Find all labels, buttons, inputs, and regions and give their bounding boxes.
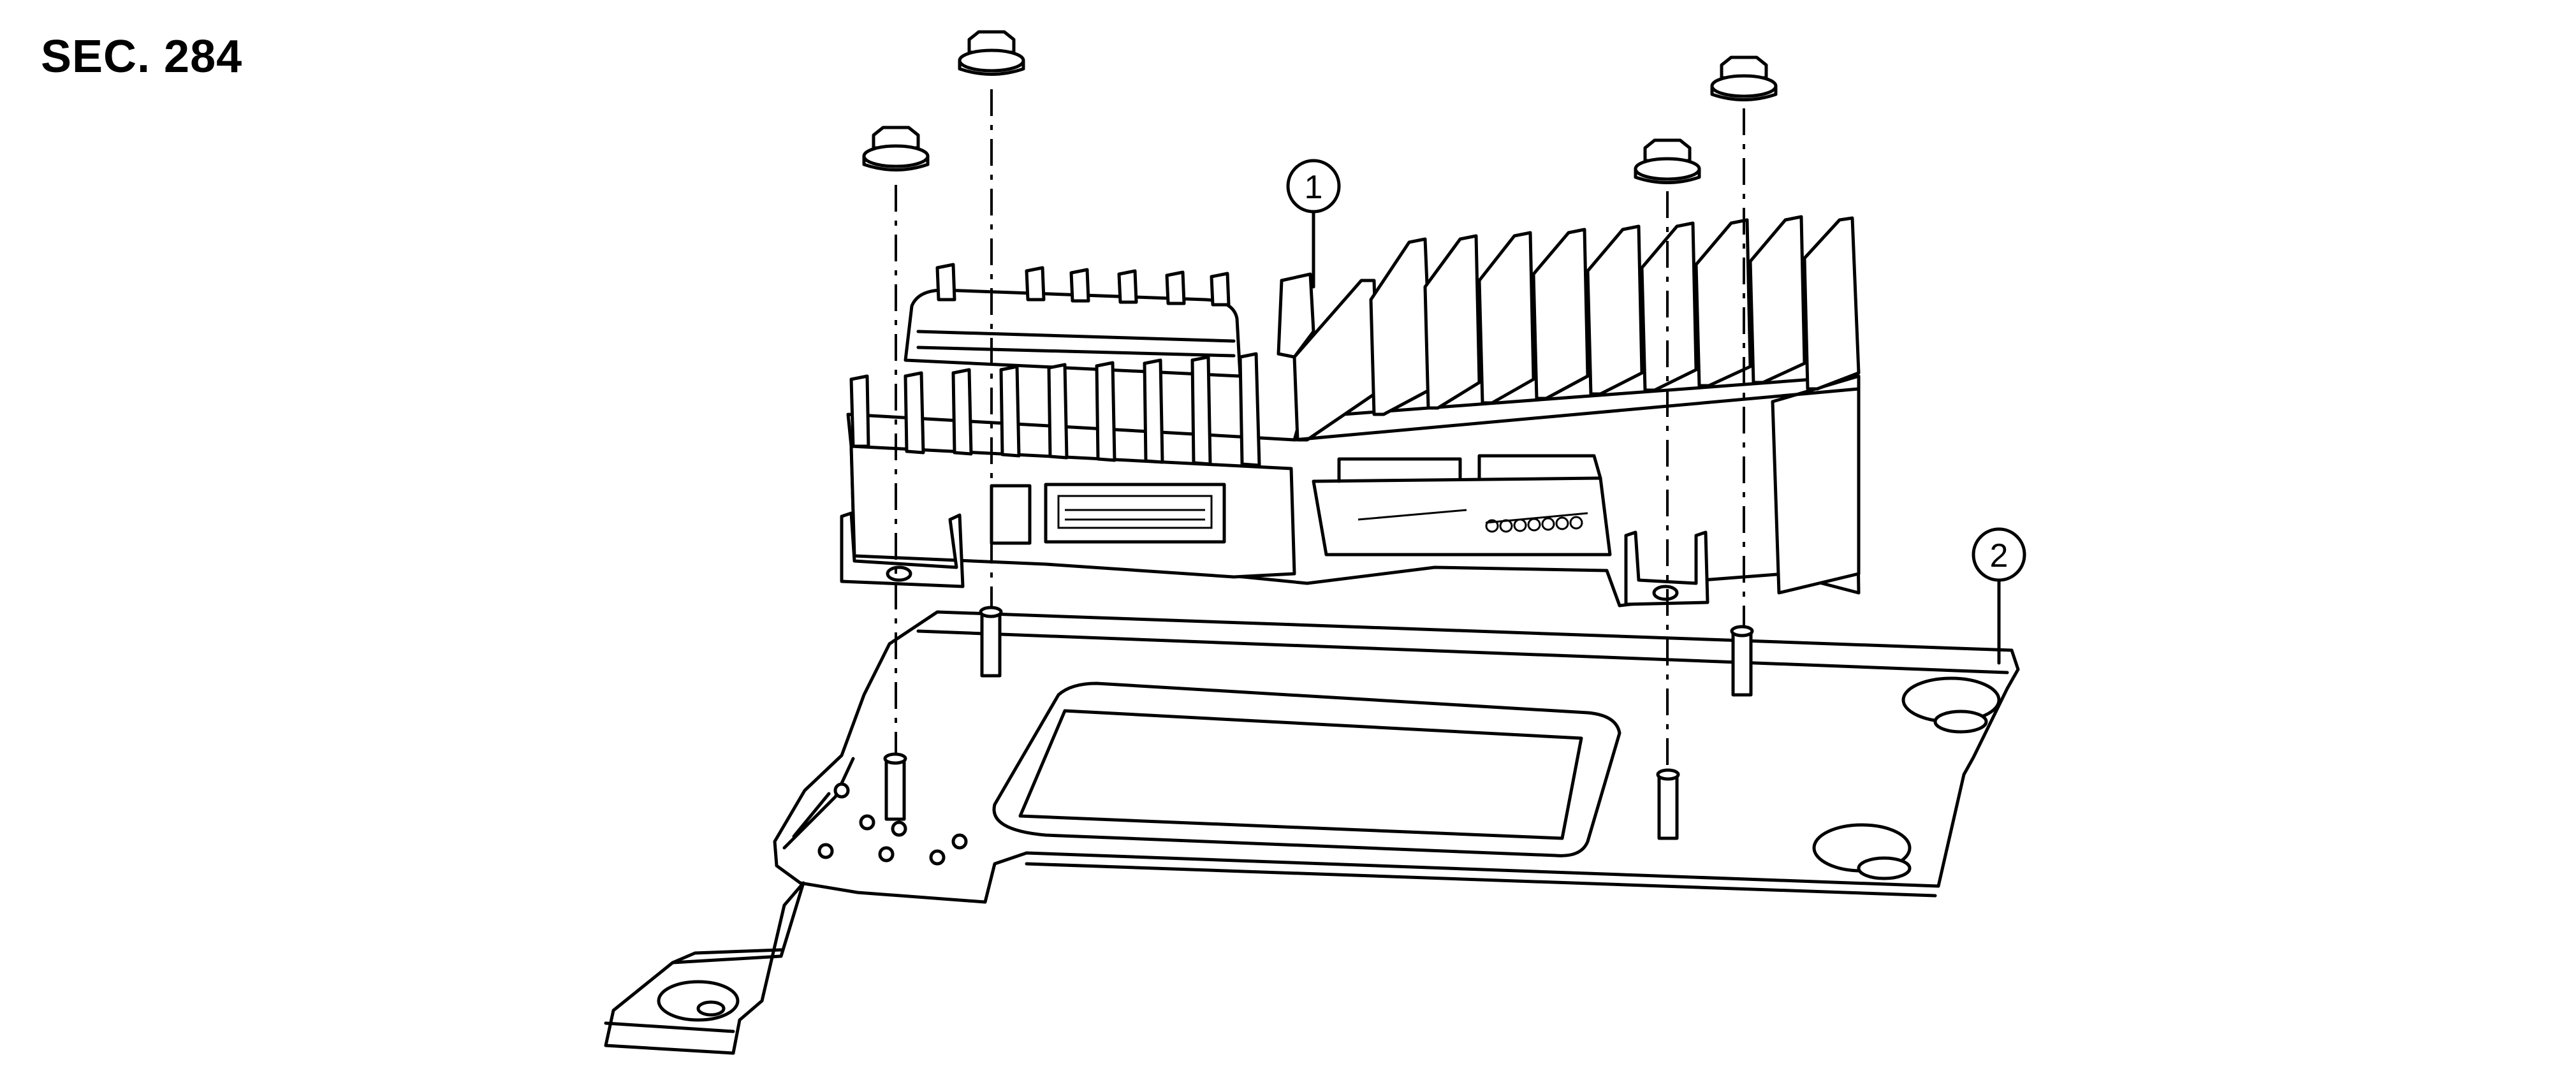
- stud-4: [1730, 625, 1754, 697]
- callout-2-label: 2: [1990, 537, 2009, 574]
- bracket-left-rim: [782, 757, 855, 850]
- stud-1: [883, 752, 907, 821]
- nut-1: [862, 126, 930, 171]
- callout-2: 2: [1972, 527, 2026, 665]
- amplifier-right-end: [1771, 374, 1861, 595]
- stud-3: [1656, 768, 1680, 840]
- nut-2: [958, 30, 1025, 76]
- flange-nuts: [862, 30, 1778, 184]
- right-harness-connector: [1312, 476, 1612, 557]
- callout-1-label: 1: [1305, 169, 1323, 206]
- bracket-lower-tab: [604, 881, 805, 1055]
- bracket-window: [992, 681, 1621, 857]
- nut-4: [1710, 55, 1778, 101]
- bracket-bottom-edge: [1025, 862, 1937, 898]
- bracket-lower-tab-hole: [657, 980, 740, 1022]
- heat-sink-fins-right: [1292, 215, 1861, 442]
- amplifier-unit: [840, 215, 1861, 608]
- amplifier-mount-foot-right: [1624, 530, 1709, 606]
- stud-2: [979, 606, 1003, 678]
- bracket-studs: [883, 606, 1754, 840]
- nut-3: [1634, 138, 1701, 184]
- bracket-window-inner: [1018, 709, 1583, 840]
- left-harness-connector: [1044, 483, 1226, 544]
- alignment-lines: [895, 89, 1745, 771]
- section-label: SEC. 284: [41, 31, 243, 82]
- amplifier-mount-foot-left: [840, 511, 965, 588]
- mounting-bracket: [604, 610, 2020, 1055]
- heat-sink-fins-left: [849, 352, 1261, 467]
- bracket-top-edge: [916, 629, 2009, 674]
- callout-1: 1: [1286, 159, 1341, 289]
